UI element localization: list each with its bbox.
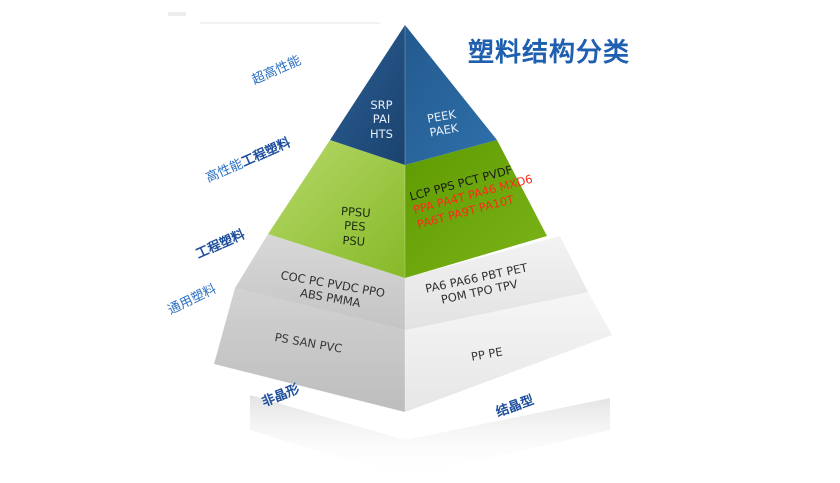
material-item: SRP (370, 98, 393, 112)
decorative-line (200, 22, 380, 24)
tier-high-left-materials: PPSU PES PSU (339, 204, 371, 249)
material-item: HTS (370, 126, 393, 141)
material-item: PAI (372, 112, 391, 127)
material-item: PSU (342, 232, 366, 249)
tier-top-left-face (330, 25, 405, 165)
tier-top-left-materials: SRP PAI HTS (370, 98, 393, 141)
tier-engineering-left-face (235, 234, 405, 330)
tier-top-right-face (405, 25, 497, 165)
tier-general-right-face (405, 292, 612, 412)
tier-general-left-face (214, 288, 405, 412)
tier-high-left-face (268, 140, 405, 278)
pyramid-reflection (250, 395, 610, 478)
tier-top-right-materials: PEEK PAEK (426, 107, 460, 140)
tier-high-right-face (405, 140, 547, 278)
page-title: 塑料结构分类 (468, 38, 631, 68)
decorative-line (168, 12, 186, 16)
tier-engineering-right-face (405, 236, 588, 330)
